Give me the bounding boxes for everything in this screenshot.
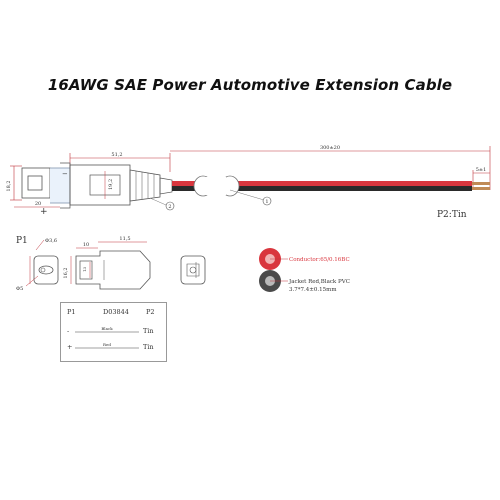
dim-300: 300±20 <box>320 145 340 151</box>
cable-cross-section: Conductor:65/0.16BC Jacket Red,Black PVC… <box>259 248 350 293</box>
dim-19-2: 19,2 <box>108 179 114 190</box>
jacket-spec: Jacket Red,Black PVC <box>288 279 350 285</box>
dim-5-4: 5±1 <box>476 167 487 173</box>
dim-18-2: 18,2 <box>6 180 12 191</box>
dim-51-2: 51,2 <box>111 152 122 158</box>
callout-1: 1 <box>229 189 272 206</box>
wiring-row-black: - Black Tin <box>67 326 154 335</box>
plus-label: + <box>40 207 48 217</box>
dim-20: 20 <box>35 201 41 207</box>
wiring-table: P1 D03844 P2 - Black Tin + Red Tin <box>60 302 167 362</box>
minus-label: − <box>62 170 68 178</box>
callout-2-label: 2 <box>168 204 171 210</box>
p1-side-view: 10 11,5 16,2 13 <box>63 236 151 290</box>
wiring-row-red: + Red Tin <box>67 342 154 351</box>
conductor-spec: Conductor:65/0.16BC <box>289 257 350 263</box>
p1-front-view: Φ3,6 Φ5 <box>16 238 59 292</box>
wiring-row-wire: Red <box>103 342 111 347</box>
wiring-row-end: Tin <box>143 343 154 351</box>
p1-end-view <box>180 255 206 285</box>
dim-13: 13 <box>82 266 87 272</box>
wiring-row-wire: Black <box>101 326 113 331</box>
cable <box>172 175 490 197</box>
dim-16: 16,2 <box>63 267 69 278</box>
dim-11-5: 11,5 <box>119 236 130 242</box>
connector-side-view: 51,2 300±20 5±1 18,2 20 19,2 + − <box>6 145 491 217</box>
callout-2: 2 <box>149 197 175 211</box>
wiring-row-end: Tin <box>143 327 154 335</box>
dim-10: 10 <box>83 242 89 248</box>
page-title: 16AWG SAE Power Automotive Extension Cab… <box>47 76 453 94</box>
wiring-p2-header: P2 <box>146 308 155 316</box>
size-spec: 3.7*7.4±0.15mm <box>289 287 337 293</box>
wiring-p1-header: P1 <box>67 308 76 316</box>
callout-1-label: 1 <box>265 199 268 205</box>
wiring-code: D03844 <box>103 308 129 316</box>
dim-6: Φ5 <box>16 286 23 292</box>
dim-3: Φ3,6 <box>45 238 57 244</box>
wiring-row-pin: - <box>67 327 69 335</box>
p1-label: P1 <box>16 236 28 246</box>
wiring-row-pin: + <box>67 343 72 351</box>
p2-tin-label: P2:Tin <box>437 210 467 220</box>
